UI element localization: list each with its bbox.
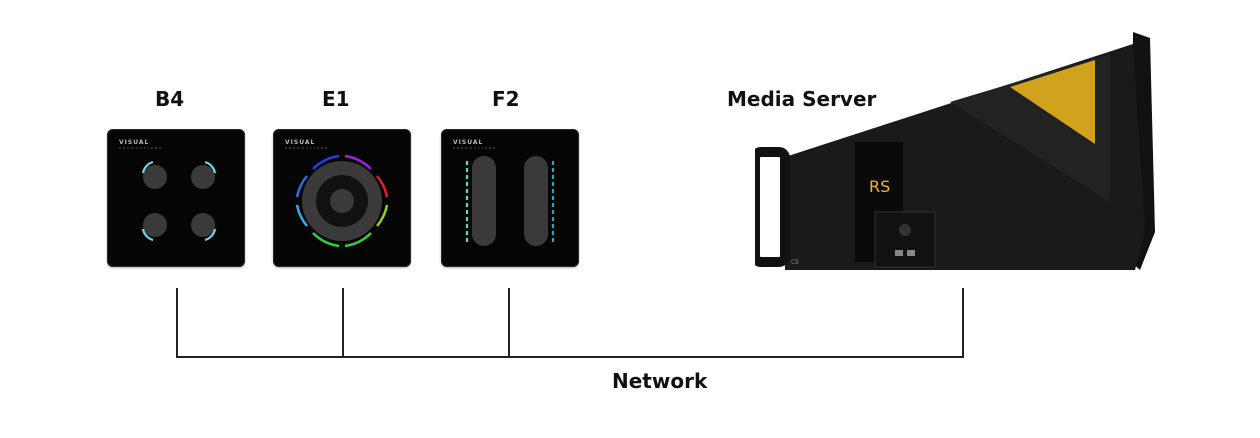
f2-fader-2 <box>524 156 548 246</box>
b4-button-2 <box>191 165 215 189</box>
b4-buttons-graphic <box>141 160 217 242</box>
connector-b4 <box>176 288 178 358</box>
b4-button-3 <box>143 213 167 237</box>
f2-faders-graphic <box>465 156 555 246</box>
b4-led-3 <box>141 228 154 242</box>
b4-led-2 <box>204 160 217 174</box>
usb-port-2 <box>907 250 915 256</box>
connector-e1 <box>342 288 344 358</box>
connector-server <box>962 288 964 358</box>
device-label-b4: B4 <box>155 87 185 111</box>
media-server-graphic: RS CE <box>755 32 1155 270</box>
server-label: Media Server <box>727 87 877 111</box>
connector-f2 <box>508 288 510 358</box>
usb-port-1 <box>895 250 903 256</box>
b4-button-1 <box>143 165 167 189</box>
device-label-e1: E1 <box>322 87 350 111</box>
handle-left <box>755 147 790 267</box>
e1-encoder-graphic <box>295 154 389 248</box>
server-logo: RS <box>869 177 890 196</box>
server-front-panel <box>874 211 936 268</box>
f2-fader-1 <box>472 156 496 246</box>
b4-led-1 <box>141 160 154 174</box>
b4-button-4 <box>191 213 215 237</box>
power-button[interactable] <box>899 224 911 236</box>
device-label-f2: F2 <box>492 87 520 111</box>
server-vent-accent <box>1010 60 1095 144</box>
ce-badge: CE <box>791 259 799 266</box>
network-bus <box>176 356 964 358</box>
network-label: Network <box>612 369 708 393</box>
e1-encoder-center <box>330 189 354 213</box>
b4-led-4 <box>204 228 217 242</box>
